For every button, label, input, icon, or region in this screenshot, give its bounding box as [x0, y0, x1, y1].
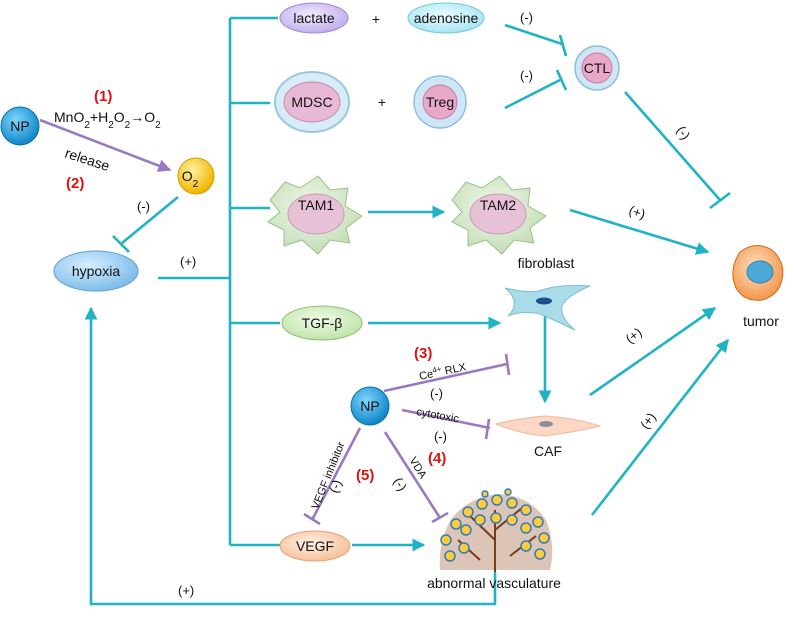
reaction-formula: MnO2+H2O2→O2 — [54, 109, 161, 131]
treg-label: Treg — [426, 94, 454, 110]
tam2-node: TAM2 — [451, 175, 547, 255]
np-vda-arrow — [383, 431, 442, 519]
plus-mid: + — [378, 94, 386, 110]
sign-hypoxia-branch: (+) — [180, 254, 196, 269]
adenosine-ctl-arrow — [504, 23, 563, 46]
sign-rlx: (-) — [430, 386, 443, 401]
np-center-node: NP — [350, 386, 390, 426]
np-vegf-arrow — [310, 427, 362, 521]
marker-4: (4) — [428, 450, 446, 467]
sign-vasculature-hypoxia: (+) — [178, 583, 194, 598]
sign-treg-ctl: (-) — [520, 68, 533, 83]
np-left-node: NP — [0, 106, 40, 146]
treg-node: Treg — [413, 75, 467, 129]
treg-ctl-arrow — [504, 78, 561, 110]
tam2-label: TAM2 — [480, 197, 517, 213]
marker-3: (3) — [414, 345, 432, 362]
np-cytotoxic-arrow — [401, 408, 491, 430]
marker-2: (2) — [66, 175, 84, 192]
ctl-tumor-arrow — [624, 91, 721, 201]
ctl-tumor-bar — [709, 191, 731, 210]
tam1-label: TAM1 — [298, 197, 335, 213]
lactate-label: lactate — [293, 10, 334, 26]
adenosine-label: adenosine — [414, 10, 479, 26]
fibroblast-cell — [504, 285, 591, 331]
vasculature-cells — [440, 488, 550, 562]
sign-vasculature-tumor: (+) — [637, 410, 659, 432]
cytotoxic-label: cytotoxic — [415, 406, 460, 425]
hypoxia-label: hypoxia — [72, 263, 120, 279]
plus-top: + — [372, 11, 380, 27]
treg-ctl-bar — [555, 69, 568, 91]
adenosine-node: adenosine — [407, 2, 485, 34]
sign-vegf-inhibitor: (-) — [326, 477, 345, 495]
vasculature-image — [439, 488, 553, 572]
vda-label: VDA — [406, 455, 429, 481]
np-o2-arrow — [39, 118, 172, 172]
np-rlx-arrow — [383, 362, 508, 393]
marker-1: (1) — [94, 88, 112, 105]
vegf-label: VEGF — [296, 538, 334, 554]
np-arrows — [39, 118, 511, 526]
caf-label: CAF — [534, 443, 562, 459]
adenosine-ctl-bar — [558, 34, 568, 57]
lactate-node: lactate — [279, 2, 349, 34]
tam1-node: TAM1 — [267, 175, 363, 255]
np-left-label: NP — [10, 118, 29, 134]
o2-node: O2 — [177, 157, 215, 195]
np-cytotoxic-bar — [484, 418, 491, 440]
tgf-node: TGF-β — [281, 305, 363, 341]
rlx-label: Ce4+ RLX — [418, 359, 468, 383]
release-label: release — [63, 145, 112, 174]
ctl-node: CTL — [574, 45, 620, 91]
vasculature-hypoxia-feedback — [84, 306, 497, 606]
tgf-label: TGF-β — [302, 315, 343, 331]
sign-ctl-tumor: (-) — [674, 123, 694, 142]
np-center-label: NP — [360, 398, 379, 414]
vegf-node: VEGF — [279, 530, 351, 562]
tumor-cell — [732, 245, 784, 301]
marker-5: (5) — [356, 467, 374, 484]
o2-hypoxia-arrow — [121, 195, 179, 245]
sign-caf-tumor: (+) — [623, 325, 645, 347]
tumor-label: tumor — [743, 313, 779, 329]
tam2-tumor-arrow — [569, 208, 710, 255]
sign-adenosine-ctl: (-) — [520, 10, 533, 25]
o2-label: O2 — [182, 168, 199, 190]
caf-cell — [494, 415, 602, 437]
hypoxia-node: hypoxia — [53, 250, 139, 292]
np-rlx-bar — [504, 353, 511, 376]
ctl-label: CTL — [584, 60, 611, 76]
vasculature-label: abnormal vasculature — [427, 575, 561, 591]
vasculature-tumor-arrow — [590, 338, 730, 516]
caf-tumor-arrow — [589, 306, 717, 397]
o2-hypoxia-bar — [112, 235, 130, 253]
fibroblast-label: fibroblast — [518, 255, 575, 271]
np-vda-bar — [431, 511, 449, 524]
sign-o2-hypoxia: (-) — [137, 199, 150, 214]
mdsc-node: MDSC — [274, 71, 350, 133]
np-vegf-bar — [303, 512, 321, 526]
connector-lines — [84, 16, 731, 606]
vegf-inhibitor-label: VEGF inhibitor — [310, 440, 348, 511]
sign-tam2-tumor: (+) — [627, 203, 647, 222]
mdsc-label: MDSC — [291, 94, 332, 110]
sign-cytotoxic: (-) — [434, 429, 447, 444]
sign-vda: (-) — [390, 475, 410, 494]
